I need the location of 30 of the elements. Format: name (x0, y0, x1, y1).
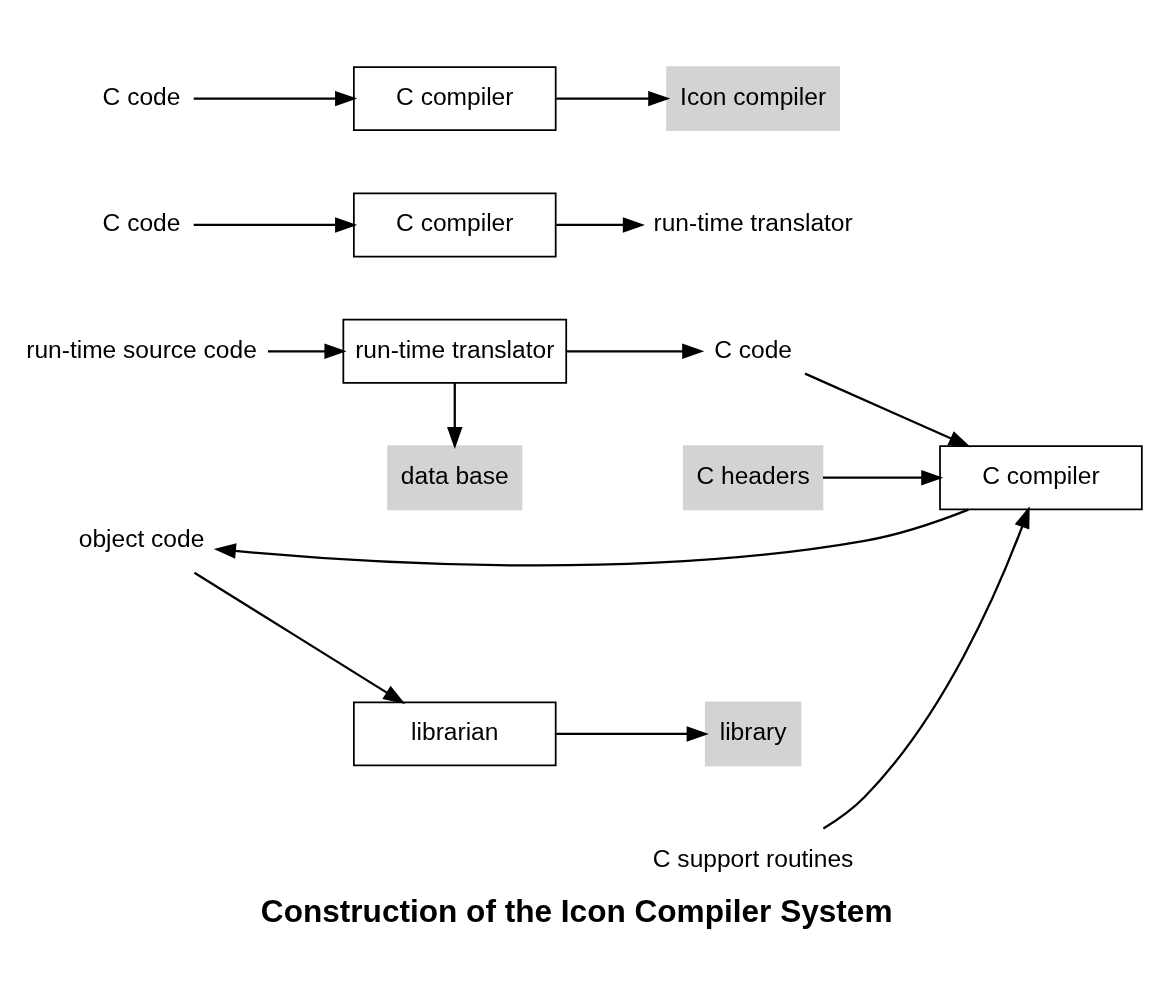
node-text: C code (102, 208, 181, 236)
node-box: C compiler (939, 444, 1143, 510)
arrow (566, 343, 705, 359)
arrow (822, 469, 944, 485)
arrow (556, 216, 645, 233)
node-box: run-time translator (342, 318, 568, 384)
arrow (556, 90, 671, 106)
node-box: librarian (353, 700, 557, 766)
node-text: run-time translator (653, 208, 853, 236)
node-box: C headers (682, 444, 824, 510)
arrow (804, 372, 971, 447)
node-box: data base (387, 444, 523, 510)
arrow (193, 216, 358, 233)
node-text: C code (102, 82, 181, 110)
arrow (447, 382, 463, 449)
node-box: library (704, 700, 802, 766)
node-text: run-time source code (26, 335, 257, 363)
node-box: Icon compiler (666, 65, 840, 131)
arrow (193, 571, 406, 704)
node-text: C code (714, 335, 793, 363)
node-text: object code (78, 524, 205, 552)
arrow (193, 90, 358, 106)
node-text: C support routines (652, 844, 854, 872)
arrow (267, 343, 347, 359)
arrow (213, 508, 969, 566)
arrow (822, 505, 1030, 829)
node-box: C compiler (353, 65, 557, 131)
diagram-title: Construction of the Icon Compiler System (260, 892, 893, 929)
node-box: C compiler (353, 192, 557, 257)
arrow (556, 725, 709, 742)
